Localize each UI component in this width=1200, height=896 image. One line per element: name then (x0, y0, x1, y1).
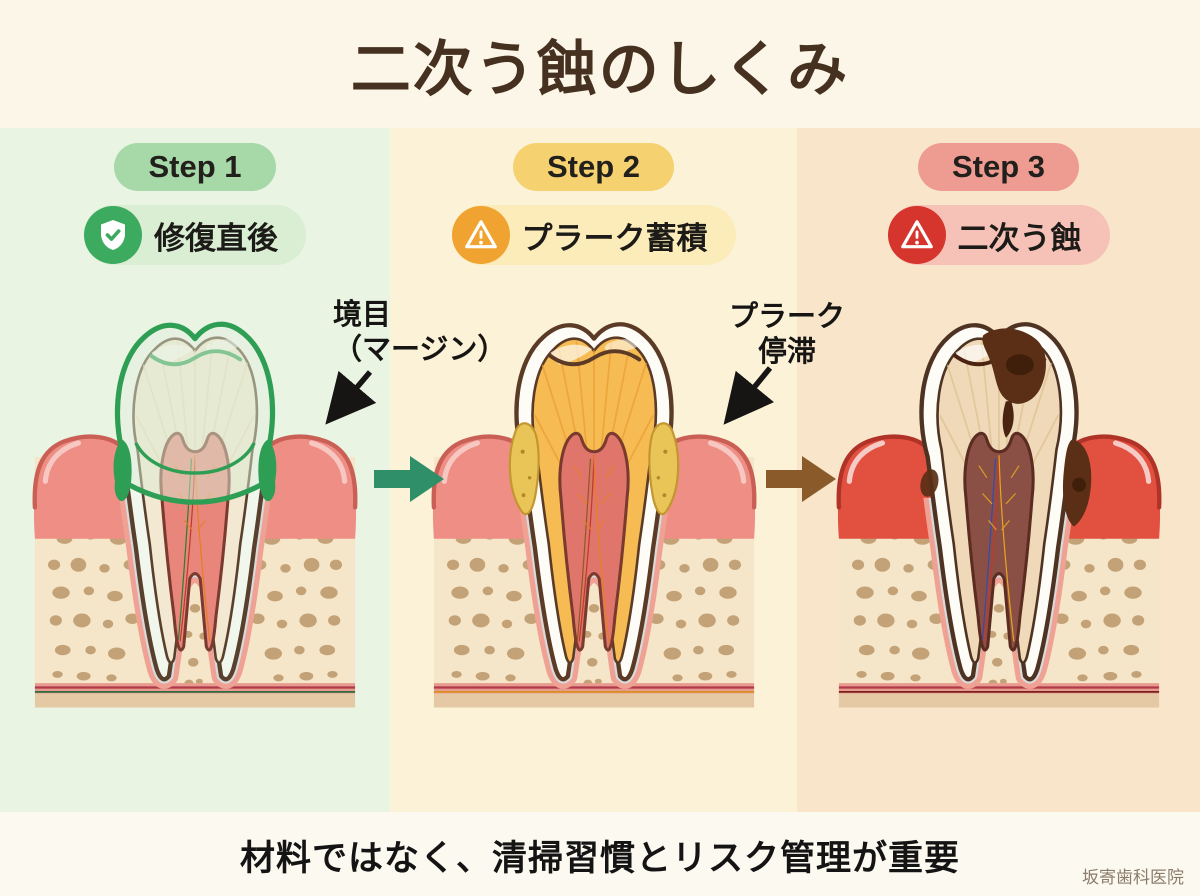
step-1-status-badge: 修復直後 (84, 205, 306, 265)
footer-message: 材料ではなく、清掃習慣とリスク管理が重要 (239, 839, 960, 878)
plaque-annotation-line1: プラーク (728, 301, 845, 333)
plaque-pointer-arrow-icon (723, 366, 775, 425)
step-3-status-label: 二次う蝕 (957, 220, 1082, 256)
alert-triangle-icon (887, 206, 946, 264)
clinic-name: 坂寄歯科医院 (1082, 868, 1184, 887)
margin-annotation-line2: （マージン） (333, 334, 507, 367)
step-1-badge: Step 1 (114, 143, 276, 191)
step-2-status-label: プラーク蓄積 (521, 220, 708, 256)
margin-annotation-line1: 境目 (333, 299, 392, 331)
steps-container: Step 1 修復直後 (0, 128, 1200, 812)
margin-pointer-arrow-icon (325, 370, 376, 425)
step-1-status-label: 修復直後 (154, 220, 278, 256)
step-2-status-badge: プラーク蓄積 (451, 205, 736, 265)
plaque-annotation: プラーク 停滞 (712, 300, 862, 371)
margin-annotation: 境目 （マージン） (333, 298, 506, 369)
step-2-badge: Step 2 (512, 143, 675, 191)
tooth-illustration-decay (825, 275, 1173, 745)
page-title: 二次う蝕のしくみ (350, 35, 850, 103)
step-2-panel: Step 2 プラーク蓄積 (390, 128, 797, 812)
plaque-annotation-line2: 停滞 (757, 336, 816, 369)
step-3-status-badge: 二次う蝕 (887, 205, 1110, 265)
step-3-panel: Step 3 二次う蝕 (797, 128, 1200, 812)
step-3-badge: Step 3 (917, 143, 1080, 191)
warning-triangle-icon (451, 206, 510, 264)
header: 二次う蝕のしくみ (0, 0, 1200, 128)
shield-check-icon (84, 206, 142, 264)
step-1-panel: Step 1 修復直後 (0, 128, 390, 812)
footer: 材料ではなく、清掃習慣とリスク管理が重要 坂寄歯科医院 (0, 812, 1200, 896)
step1-to-step2-arrow-icon (374, 456, 444, 502)
step2-to-step3-arrow-icon (766, 456, 836, 502)
tooth-illustration-plaque (420, 275, 768, 745)
tooth-illustration-restored (21, 275, 369, 745)
